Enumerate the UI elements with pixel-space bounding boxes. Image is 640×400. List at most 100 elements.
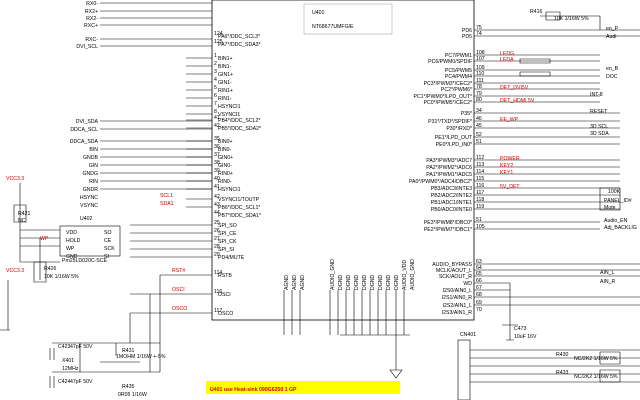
bottom-pin-dgnd: DGND: [354, 274, 360, 290]
pin-name: P31*/TXD*/SPDIF*: [428, 119, 472, 125]
pin-number: 43: [214, 202, 220, 208]
pin-number: 37: [214, 152, 220, 158]
pin-name: SPI_CK: [218, 239, 237, 245]
pin-name: OSCO: [218, 311, 233, 317]
pin-number: 70: [476, 307, 482, 313]
pin-name: PA1*/PWM1*/ADC5: [426, 172, 472, 178]
chip-ref: U401: [312, 10, 325, 16]
component-label: R426: [44, 266, 57, 272]
right-label: Adj_BACKLIG: [604, 225, 637, 231]
right-label: C473: [514, 326, 527, 332]
right-label: 3D SDA: [590, 131, 609, 137]
component-label: R431: [122, 348, 135, 354]
pin-name: PB5*/DDC_SDA2*: [218, 126, 261, 132]
component-label: 10K 1/16W 5%: [44, 274, 79, 280]
net-key2: KEY2: [500, 163, 513, 169]
pin-number: 36: [214, 144, 220, 150]
component-label: U402: [80, 216, 93, 222]
pin-name: PB4*/DDC_SCL2*: [218, 118, 260, 124]
pin-number: 46: [476, 116, 482, 122]
component-label: WP: [66, 246, 75, 252]
pin-number: 3: [214, 69, 217, 75]
net-sda1: SDA1: [160, 201, 174, 207]
component-label: Pm25LD020C-SCE: [62, 258, 108, 264]
net-det-hdmi-5v: DET_HDMI 5V: [500, 98, 535, 104]
pin-number: 34: [476, 108, 482, 114]
pin-name: PC0*/PWM5*/CEC2*: [424, 100, 472, 106]
component-label: GND: [66, 254, 78, 260]
component-label: 0R05 1/16W: [118, 392, 147, 398]
pin-number: 78: [476, 84, 482, 90]
pin-name: PC3*/PWM3*/CEC2*: [424, 81, 472, 87]
pin-name: PC4/PWM4: [445, 74, 472, 80]
cn401-body: [457, 339, 471, 400]
pin-number: 65: [476, 271, 482, 277]
component-label: C423: [58, 344, 71, 350]
pin-name: BIN1-: [218, 64, 232, 70]
bottom-pin-dgnd: DGND: [362, 274, 368, 290]
pin-name: PA6*/DDC_SCL3*: [218, 34, 260, 40]
pin-name: BIN0-: [218, 147, 232, 153]
bottom-pin-audio_vdd: AUDIO_VDD: [402, 259, 408, 290]
signal-rin: RIN: [89, 179, 98, 185]
pin-name: RIN0+: [218, 171, 233, 177]
pin-name: SPI_SO: [218, 223, 237, 229]
pin-name: P35*: [461, 111, 472, 117]
pin-name: PC5/PWM5: [445, 68, 472, 74]
pin-name: PC7/PWM1: [445, 53, 472, 59]
pin-name: PC6/PWM0/SPDIF: [428, 59, 472, 65]
pin-number: 117: [214, 308, 222, 314]
net-det-dvi5v: DET_DVI5V: [500, 85, 529, 91]
note-highlight: [206, 381, 400, 394]
pin-name: RIN0-: [218, 179, 232, 185]
pin-number: 29: [214, 252, 220, 258]
pin-name: PB6*/DDC_SCL1*: [218, 205, 260, 211]
pin-name: PD6: [462, 28, 472, 34]
signal-ddca_sda: DDCA_SDA: [70, 139, 99, 145]
component-label: X401: [62, 358, 74, 364]
signal-rxc+: RXC+: [84, 23, 98, 29]
net-rst-: RST#: [172, 268, 185, 274]
pin-number: 52: [476, 132, 482, 138]
pin-number: 68: [476, 292, 482, 298]
pin-number: 107: [476, 56, 485, 62]
pin-name: GIN0-: [218, 163, 232, 169]
pin-number: 4: [214, 77, 217, 83]
pin-number: 124: [214, 31, 223, 37]
right-label: INT-8: [590, 92, 603, 98]
pin-number: 25: [214, 220, 220, 226]
pin-name: PA3*/PWM3*/ADC7: [426, 158, 472, 164]
bottom-pin-agnd: AGND: [300, 275, 306, 290]
component-label: SI: [104, 254, 109, 260]
right-label: 3D SCL: [590, 124, 608, 130]
signal-rxc-: RXC-: [85, 37, 98, 43]
right-label: 10K 1/16W 5%: [554, 16, 589, 22]
pin-name: WD: [463, 281, 472, 287]
pin-name: PB1/ADC1/INTE1: [431, 200, 472, 206]
pin-name: BIN0+: [218, 139, 233, 145]
pin-name: PB2/ADC2/INTE2: [431, 193, 472, 199]
net-ledg: LEDG: [500, 51, 514, 57]
pin-number: 116: [476, 183, 484, 189]
right-label: 10uF 16V: [514, 334, 537, 340]
pin-name: RSTB: [218, 273, 232, 279]
right-label: R433: [556, 370, 569, 376]
pin-name: I2S2/AIN1_L: [443, 303, 473, 309]
right-label: Mute: [604, 205, 616, 211]
pin-name: SPI_CE: [218, 231, 237, 237]
pin-name: PE0*/LPD_IN0*: [436, 142, 472, 148]
pin-number: 116: [214, 289, 222, 295]
pin-name: OSCI: [218, 292, 231, 298]
bottom-pin-dgnd: DGND: [338, 274, 344, 290]
component-label: 47pF 50V: [70, 379, 93, 385]
pin-number: 67: [476, 285, 482, 291]
right-label: en_B: [606, 66, 619, 72]
bottom-pin-dgnd: DGND: [394, 274, 400, 290]
pin-number: 6: [214, 93, 217, 99]
pin-number: 51: [476, 139, 482, 145]
right-label: en_P: [606, 26, 619, 32]
component-label: NC: [18, 218, 26, 224]
chip-ref-box: [303, 3, 393, 35]
